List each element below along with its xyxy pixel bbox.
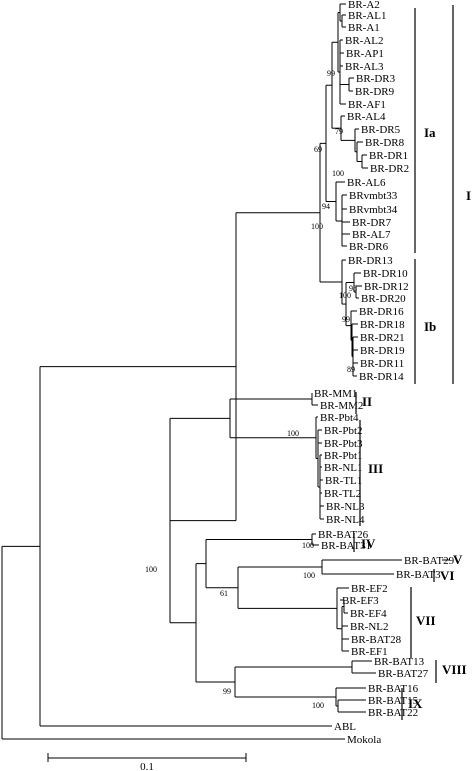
leaf-label: BR-AF1 [348, 99, 386, 111]
leaf-label: BR-Pbt4 [320, 412, 359, 424]
bootstrap-value: 100 [339, 291, 351, 300]
leaf-label: BR-BAT31 [321, 540, 371, 552]
bootstrap-value: 100 [303, 571, 315, 580]
leaf-label: BR-DR14 [359, 371, 404, 383]
scale-bar-label: 0.1 [140, 761, 154, 771]
leaf-label: BR-DR1 [369, 150, 408, 162]
leaf-label: BR-AL1 [348, 10, 387, 22]
clade-label-IX: IX [408, 696, 423, 711]
bootstrap-value: 61 [220, 589, 228, 598]
leaf-label: BR-BAT29 [404, 555, 455, 567]
clade-label-V: V [453, 552, 463, 567]
leaf-label: BR-DR20 [361, 293, 406, 305]
tree-labels: BR-A2BR-AL1BR-A1BR-AL2BR-AP1BR-AL3BR-DR3… [145, 0, 471, 746]
bootstrap-value: 100 [145, 565, 157, 574]
bootstrap-value: 99 [342, 315, 350, 324]
leaf-label: BR-DR11 [360, 358, 404, 370]
leaf-label: BR-AL6 [347, 177, 386, 189]
bootstrap-value: 99 [327, 69, 335, 78]
bootstrap-value: 100 [287, 429, 299, 438]
leaf-label: BR-BAT13 [374, 656, 425, 668]
bootstrap-value: 100 [302, 541, 314, 550]
leaf-label: BR-BAT22 [368, 707, 418, 719]
leaf-label: BRvmbt34 [349, 204, 398, 216]
scale-bar: 0.1 [47, 753, 247, 771]
leaf-label: BR-EF2 [351, 583, 388, 595]
leaf-label: Mokola [347, 734, 381, 746]
tree-branches [1, 3, 402, 740]
leaf-label: BR-NL2 [350, 621, 389, 633]
leaf-label: BR-EF3 [342, 595, 379, 607]
leaf-label: BR-DR10 [363, 268, 408, 280]
leaf-label: BR-DR21 [360, 332, 405, 344]
clade-label-I: I [466, 188, 471, 203]
bootstrap-value: 100 [312, 701, 324, 710]
bootstrap-value: 94 [322, 202, 330, 211]
leaf-label: BR-EF4 [350, 608, 387, 620]
leaf-label: BR-DR8 [365, 137, 405, 149]
leaf-label: BR-DR2 [370, 163, 409, 175]
leaf-label: BR-NL3 [326, 501, 365, 513]
leaf-label: BR-A1 [348, 22, 380, 34]
leaf-label: BR-DR13 [348, 255, 393, 267]
leaf-label: BR-NL1 [324, 462, 363, 474]
bootstrap-value: 79 [335, 127, 343, 136]
leaf-label: BR-AL2 [345, 35, 384, 47]
leaf-label: BR-BAT28 [351, 634, 402, 646]
leaf-label: BR-DR12 [364, 281, 409, 293]
leaf-label: BR-Pbt2 [324, 425, 363, 437]
leaf-label: BR-AL3 [345, 61, 384, 73]
leaf-label: BRvmbt33 [349, 190, 398, 202]
bootstrap-value: 69 [314, 145, 322, 154]
clade-label-III: III [368, 461, 383, 476]
leaf-label: BR-BAT3 [396, 569, 441, 581]
leaf-label: BR-EF1 [351, 646, 388, 658]
clade-label-II: II [362, 394, 372, 409]
bootstrap-value: 98 [349, 284, 357, 293]
leaf-label: BR-Pbt3 [324, 438, 363, 450]
clade-label-Ia: Ia [424, 125, 436, 140]
leaf-label: BR-DR6 [349, 241, 389, 253]
leaf-label: BR-DR7 [352, 217, 392, 229]
clade-markers [353, 5, 454, 720]
clade-label-VI: VI [440, 568, 454, 583]
leaf-label: BR-A2 [348, 0, 380, 11]
leaf-label: BR-DR16 [359, 306, 404, 318]
leaf-label: BR-BAT27 [378, 668, 429, 680]
leaf-label: BR-DR18 [360, 319, 405, 331]
leaf-label: BR-AL7 [352, 229, 391, 241]
bootstrap-value: 99 [223, 687, 231, 696]
leaf-label: BR-NL4 [326, 514, 365, 526]
leaf-label: BR-BAT15 [368, 695, 419, 707]
leaf-label: BR-AP1 [346, 48, 384, 60]
leaf-label: BR-BAT16 [368, 683, 419, 695]
clade-label-VII: VII [416, 613, 436, 628]
leaf-label: BR-Pbt1 [324, 450, 363, 462]
bootstrap-value: 100 [311, 222, 323, 231]
leaf-label: BR-BAT26 [318, 529, 369, 541]
leaf-label: BR-DR5 [361, 124, 401, 136]
leaf-label: BR-DR3 [356, 73, 396, 85]
bootstrap-value: 89 [347, 365, 355, 374]
leaf-label: BR-DR19 [360, 345, 405, 357]
leaf-label: BR-TL2 [324, 488, 361, 500]
leaf-label: BR-AL4 [347, 111, 386, 123]
leaf-label: BR-DR9 [355, 86, 395, 98]
bootstrap-value: 100 [332, 169, 344, 178]
leaf-label: BR-MM1 [314, 388, 357, 400]
clade-label-Ib: Ib [424, 319, 436, 334]
clade-label-VIII: VIII [442, 662, 467, 677]
clade-label-IV: IV [361, 536, 376, 551]
leaf-label: BR-MM2 [320, 400, 363, 412]
leaf-label: BR-TL1 [325, 475, 362, 487]
leaf-label: ABL [334, 721, 356, 733]
